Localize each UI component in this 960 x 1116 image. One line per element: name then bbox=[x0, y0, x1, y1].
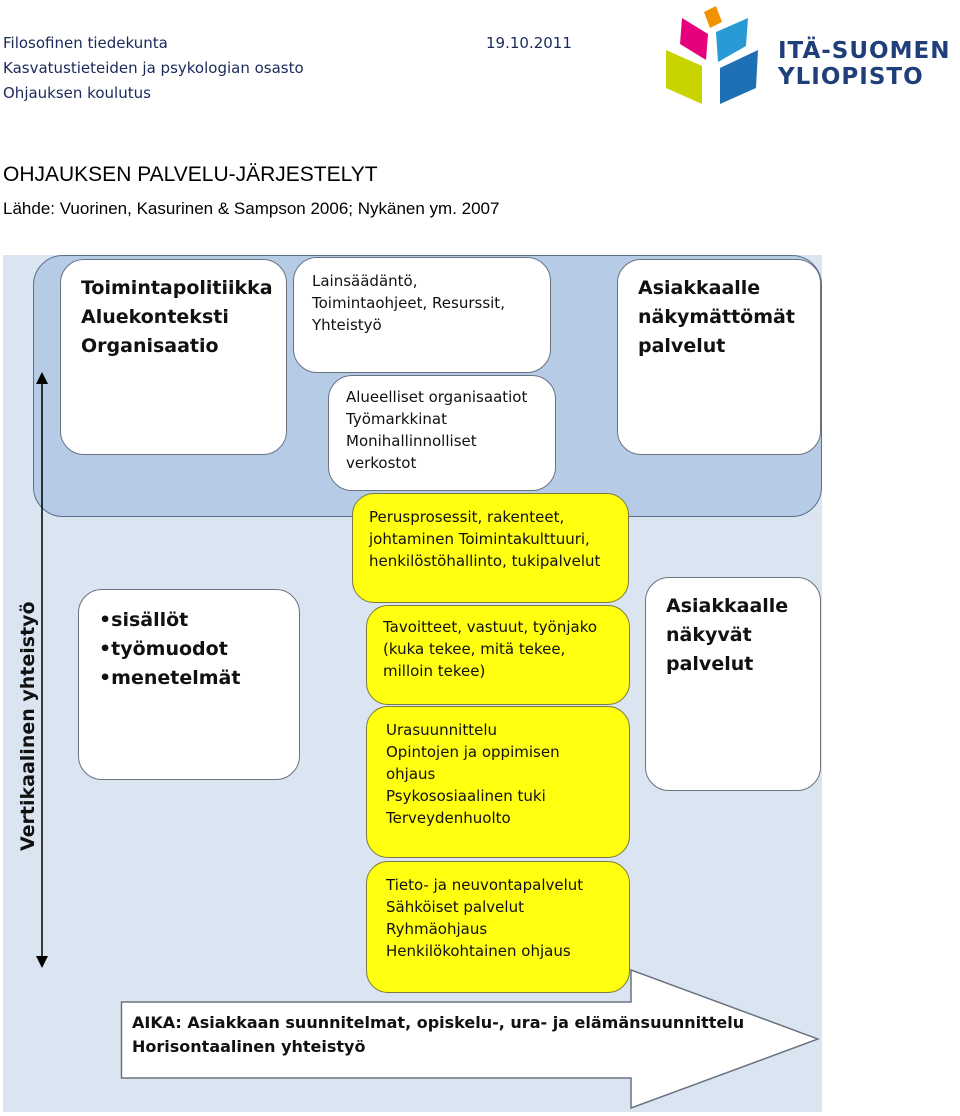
box-contents-line: •menetelmät bbox=[99, 667, 241, 689]
logo-text-line1: ITÄ-SUOMEN bbox=[778, 38, 951, 64]
service-diagram: Toimintapolitiikka Aluekonteksti Organis… bbox=[3, 255, 822, 1112]
box-legislation: Lainsäädäntö, Toimintaohjeet, Resurssit,… bbox=[293, 257, 551, 373]
document-date: 19.10.2011 bbox=[486, 34, 572, 52]
box-info-line: Tieto- ja neuvontapalvelut bbox=[386, 876, 584, 894]
box-processes-line: johtaminen Toimintakulttuuri, bbox=[369, 530, 590, 548]
box-processes: Perusprosessit, rakenteet, johtaminen To… bbox=[352, 493, 629, 603]
box-invisible-line: palvelut bbox=[638, 335, 726, 357]
box-goals-line: Tavoitteet, vastuut, työnjako bbox=[383, 618, 598, 636]
box-policy-line: Aluekonteksti bbox=[81, 306, 229, 328]
program-name: Ohjauksen koulutus bbox=[3, 84, 151, 102]
box-legislation-line: Yhteistyö bbox=[312, 316, 382, 334]
box-visible-line: Asiakkaalle bbox=[666, 595, 789, 617]
box-invisible-line: näkymättömät bbox=[638, 306, 795, 328]
box-info-line: Sähköiset palvelut bbox=[386, 898, 524, 916]
page-title: OHJAUKSEN PALVELU-JÄRJESTELYT bbox=[3, 163, 378, 186]
box-info-line: Henkilökohtainen ohjaus bbox=[386, 942, 571, 960]
box-policy-line: Organisaatio bbox=[81, 335, 219, 357]
box-policy: Toimintapolitiikka Aluekonteksti Organis… bbox=[60, 259, 287, 455]
source-citation: Lähde: Vuorinen, Kasurinen & Sampson 200… bbox=[3, 199, 500, 218]
box-contents-line: •sisällöt bbox=[99, 609, 189, 631]
box-regional-line: Työmarkkinat bbox=[346, 410, 447, 428]
box-career: Urasuunnittelu Opintojen ja oppimisen oh… bbox=[366, 706, 630, 858]
box-career-line: Opintojen ja oppimisen bbox=[386, 743, 560, 761]
faculty-name: Filosofinen tiedekunta bbox=[3, 34, 168, 52]
box-info: Tieto- ja neuvontapalvelut Sähköiset pal… bbox=[366, 861, 630, 993]
box-invisible-line: Asiakkaalle bbox=[638, 277, 761, 299]
horizontal-time-arrow-icon bbox=[120, 968, 820, 1110]
box-career-line: ohjaus bbox=[386, 765, 436, 783]
vertical-double-arrow-icon bbox=[36, 372, 48, 968]
box-contents-line: •työmuodot bbox=[99, 638, 228, 660]
box-career-line: Urasuunnittelu bbox=[386, 721, 498, 739]
box-regional-line: verkostot bbox=[346, 454, 417, 472]
university-logo-icon bbox=[666, 6, 758, 104]
box-goals: Tavoitteet, vastuut, työnjako (kuka teke… bbox=[366, 605, 630, 705]
arrow-horizontal-text: Horisontaalinen yhteistyö bbox=[132, 1037, 366, 1056]
box-visible-line: palvelut bbox=[666, 653, 754, 675]
box-career-line: Psykososiaalinen tuki bbox=[386, 787, 546, 805]
box-regional: Alueelliset organisaatiot Työmarkkinat M… bbox=[328, 375, 556, 491]
box-legislation-line: Toimintaohjeet, Resurssit, bbox=[312, 294, 505, 312]
box-goals-line: (kuka tekee, mitä tekee, bbox=[383, 640, 566, 658]
box-contents: •sisällöt •työmuodot •menetelmät bbox=[78, 589, 300, 780]
box-regional-line: Alueelliset organisaatiot bbox=[346, 388, 528, 406]
vertical-cooperation-label: Vertikaalinen yhteistyö bbox=[17, 601, 39, 851]
box-goals-line: milloin tekee) bbox=[383, 662, 486, 680]
box-legislation-line: Lainsäädäntö, bbox=[312, 272, 418, 290]
arrow-time-text: AIKA: Asiakkaan suunnitelmat, opiskelu-,… bbox=[132, 1013, 745, 1032]
box-visible-line: näkyvät bbox=[666, 624, 752, 646]
box-regional-line: Monihallinnolliset bbox=[346, 432, 477, 450]
logo-text-line2: YLIOPISTO bbox=[778, 64, 924, 90]
box-processes-line: Perusprosessit, rakenteet, bbox=[369, 508, 565, 526]
box-processes-line: henkilöstöhallinto, tukipalvelut bbox=[369, 552, 601, 570]
box-info-line: Ryhmäohjaus bbox=[386, 920, 488, 938]
box-invisible-services: Asiakkaalle näkymättömät palvelut bbox=[617, 259, 821, 455]
box-visible-services: Asiakkaalle näkyvät palvelut bbox=[645, 577, 821, 791]
box-policy-line: Toimintapolitiikka bbox=[81, 277, 273, 299]
department-name: Kasvatustieteiden ja psykologian osasto bbox=[3, 59, 304, 77]
box-career-line: Terveydenhuolto bbox=[386, 809, 511, 827]
